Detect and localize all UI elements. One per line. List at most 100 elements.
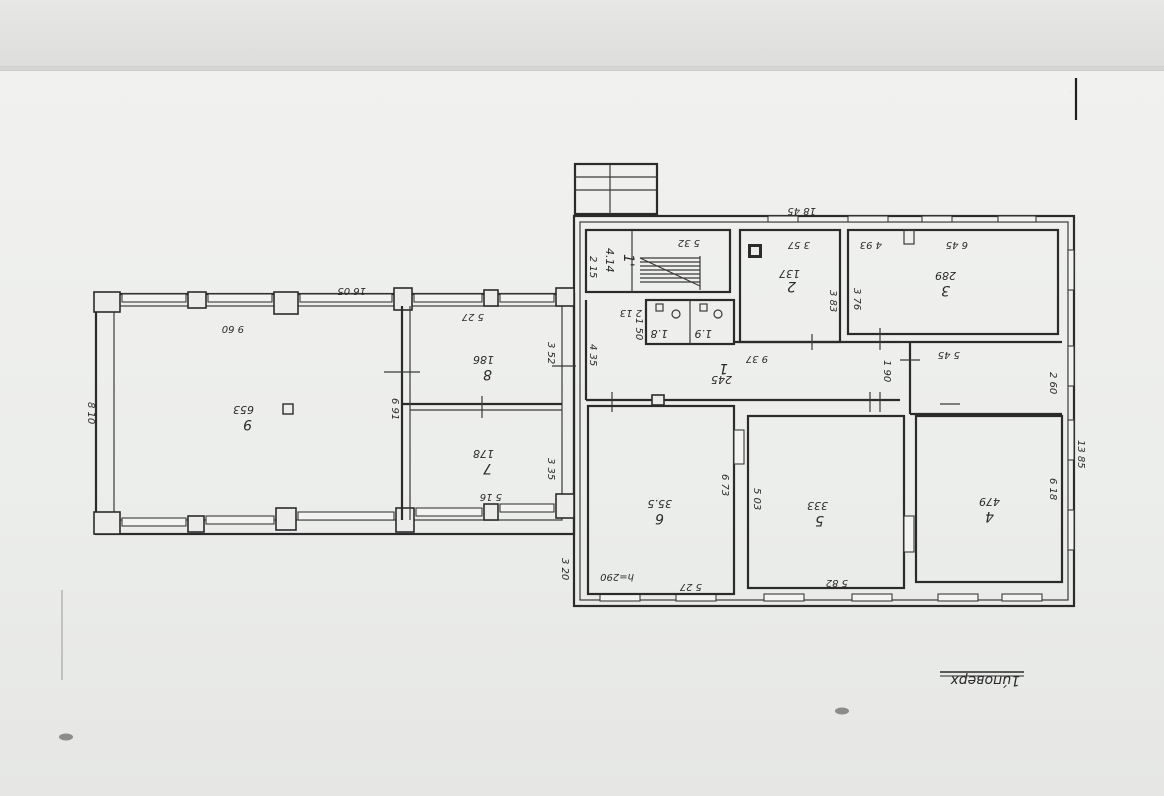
window <box>205 515 275 525</box>
staircase <box>639 256 701 290</box>
door <box>903 515 915 553</box>
dim-r6-673: 6 73 <box>719 474 730 496</box>
floor-label: 1úповерх <box>950 672 1020 688</box>
right-wing <box>572 162 1076 608</box>
dim-stair-215: 2 15 <box>587 256 598 278</box>
dim-corridor-435: 4 35 <box>587 344 598 366</box>
room-8-area: 186 <box>473 353 494 366</box>
window <box>937 593 979 602</box>
paper-front-sheet <box>0 70 1164 796</box>
paper-fold-shadow <box>0 66 1164 72</box>
dim-room9-width: 9 60 <box>222 323 244 334</box>
dim-corr-150: 1 50 <box>633 318 644 340</box>
dim-r5-503: 5 03 <box>751 488 762 510</box>
room-1a-number: 1' <box>620 254 636 267</box>
room-5 <box>746 414 906 590</box>
window <box>921 215 953 223</box>
room-4 <box>914 414 1064 584</box>
window <box>499 503 555 513</box>
dim-room7-depth: 3 35 <box>545 458 556 480</box>
column-marker <box>282 403 294 415</box>
window <box>1001 593 1043 602</box>
dim-stair-532: 5 32 <box>678 237 700 248</box>
left-wing <box>93 287 576 536</box>
dim-r3-645: 6 45 <box>946 239 968 250</box>
dimension-labels: 18 45 16 05 8 10 9 60 5 27 5 16 6 91 3 5… <box>85 205 1086 592</box>
dim-r3-493: 4 93 <box>860 239 882 250</box>
dim-corr-190: 1 90 <box>881 360 892 382</box>
dim-room8-width: 5 27 <box>461 311 484 322</box>
dim-room7-width: 5 16 <box>480 491 502 502</box>
room-3-area: 289 <box>935 269 956 282</box>
window <box>1067 345 1075 387</box>
dim-overall-left: 16 05 <box>337 285 366 296</box>
toilet-icon <box>713 309 723 319</box>
sheet-number: 1 <box>1070 91 1071 93</box>
window <box>207 293 273 303</box>
dim-corr-213: 2 13 <box>620 307 642 318</box>
dim-r3-376: 3 76 <box>851 288 862 310</box>
dim-room8-depth: 3 52 <box>545 342 556 364</box>
window <box>1067 509 1075 551</box>
dim-overall-right: 18 45 <box>787 205 816 216</box>
room-9-number: 9 <box>243 416 252 432</box>
window <box>413 293 483 303</box>
room-6 <box>586 404 736 596</box>
dim-col-height: 6 91 <box>389 398 400 420</box>
window <box>851 593 893 602</box>
window <box>299 293 393 303</box>
room-labels: 1 245 1' 4.14 2 137 3 289 4 479 5 333 6 … <box>233 248 1000 582</box>
room-8-number: 8 <box>483 366 492 382</box>
window <box>763 593 805 602</box>
room-5-area: 333 <box>807 499 828 512</box>
binder-hole <box>835 707 849 715</box>
window <box>1067 249 1075 291</box>
dim-stair-320: 3 20 <box>559 558 570 580</box>
room-4-area: 479 <box>979 495 1000 508</box>
window <box>297 511 395 521</box>
dim-hall-260: 2 60 <box>1047 372 1058 394</box>
room-4-number: 4 <box>985 508 994 524</box>
toilet-1-label: 1.8 <box>651 327 669 340</box>
entrance-projection <box>573 162 659 216</box>
room-3 <box>846 228 1060 336</box>
floor-caption: 1úповерх <box>940 671 1024 688</box>
binder-hole <box>59 733 73 741</box>
stair-room <box>584 228 732 294</box>
ceiling-height: h=290 <box>600 571 634 582</box>
window <box>997 215 1037 223</box>
room-1-area: 245 <box>711 373 732 386</box>
toilet-2-label: 1.9 <box>695 327 713 340</box>
dim-hall-545: 5 45 <box>938 349 960 360</box>
door <box>733 429 745 465</box>
dim-corr-937: 9 37 <box>745 353 768 364</box>
paper-back-sheet <box>0 0 1164 78</box>
room-6-number: 6 <box>655 510 664 526</box>
window <box>767 215 799 223</box>
window <box>847 215 889 223</box>
dim-left-height: 8 10 <box>85 402 96 424</box>
window <box>121 293 187 303</box>
window <box>499 293 555 303</box>
room-1a-area: 4.14 <box>603 248 616 273</box>
dim-r2-357: 3 57 <box>787 239 810 250</box>
dim-r5-582: 5 82 <box>826 577 848 588</box>
window <box>1067 419 1075 461</box>
room-5-number: 5 <box>815 512 824 528</box>
dim-right-1385: 13 85 <box>1075 440 1086 469</box>
room-6-area: 35.5 <box>648 497 673 510</box>
room-2-area: 137 <box>779 267 800 280</box>
dim-r2-383: 3 83 <box>827 290 838 312</box>
toilet-icon <box>671 309 681 319</box>
room-7-area: 178 <box>473 447 494 460</box>
dim-r4-618: 6 18 <box>1047 478 1058 500</box>
room-2-number: 2 <box>787 278 796 294</box>
window <box>415 507 483 517</box>
room-1-number: 1 <box>719 360 728 376</box>
room-3-number: 3 <box>941 282 950 298</box>
room-9-area: 653 <box>233 403 254 416</box>
room-7-number: 7 <box>483 460 492 476</box>
window <box>121 517 187 527</box>
